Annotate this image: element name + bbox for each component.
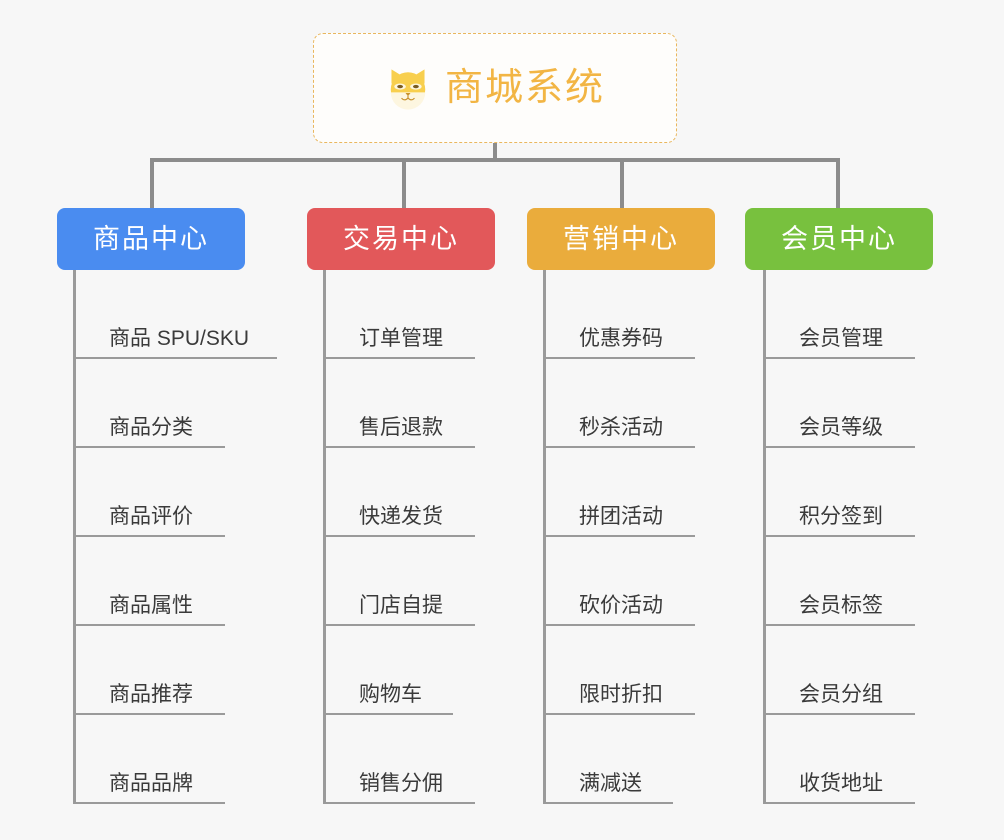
- category-label: 会员中心: [781, 223, 897, 254]
- leaf-item-underline: [763, 802, 915, 804]
- leaf-item-underline: [763, 535, 915, 537]
- leaf-item-underline: [73, 446, 225, 448]
- leaf-spine: [323, 270, 326, 804]
- leaf-item-label: 会员分组: [799, 683, 883, 706]
- leaf-item-label: 优惠券码: [579, 327, 663, 350]
- leaf-item-underline: [323, 535, 475, 537]
- leaf-item-underline: [543, 802, 673, 804]
- leaf-item-label: 订单管理: [359, 327, 443, 350]
- category-node-1[interactable]: 商品中心: [57, 208, 245, 270]
- leaf-item-label: 满减送: [579, 772, 642, 795]
- leaf-item-label: 门店自提: [359, 594, 443, 617]
- leaf-item-underline: [73, 357, 277, 359]
- leaf-item-label: 拼团活动: [579, 505, 663, 528]
- leaf-item-label: 商品属性: [109, 594, 193, 617]
- leaf-item-label: 积分签到: [799, 505, 883, 528]
- connector-vertical: [402, 160, 406, 208]
- leaf-item-label: 商品推荐: [109, 683, 193, 706]
- leaf-item-underline: [323, 802, 475, 804]
- leaf-item-label: 快递发货: [359, 505, 443, 528]
- connector-vertical: [836, 160, 840, 208]
- category-label: 营销中心: [563, 223, 679, 254]
- leaf-item-underline: [323, 446, 475, 448]
- category-node-4[interactable]: 会员中心: [745, 208, 933, 270]
- category-node-3[interactable]: 营销中心: [527, 208, 715, 270]
- leaf-item-label: 限时折扣: [579, 683, 663, 706]
- leaf-item-underline: [323, 713, 453, 715]
- leaf-item-underline: [73, 624, 225, 626]
- leaf-item-underline: [73, 802, 225, 804]
- root-title: 商城系统: [444, 67, 605, 109]
- leaf-item-underline: [323, 357, 475, 359]
- connector-vertical: [620, 160, 624, 208]
- leaf-item-label: 销售分佣: [359, 772, 443, 795]
- connector-vertical: [493, 143, 497, 162]
- leaf-item-underline: [543, 713, 695, 715]
- leaf-item-label: 砍价活动: [579, 594, 663, 617]
- leaf-item-underline: [543, 624, 695, 626]
- leaf-item-underline: [543, 535, 695, 537]
- leaf-item-underline: [73, 713, 225, 715]
- root-node-mall-system[interactable]: 商城系统: [313, 33, 677, 143]
- category-label: 商品中心: [93, 223, 209, 254]
- leaf-item-label: 商品评价: [109, 505, 193, 528]
- connector-vertical: [150, 160, 154, 208]
- leaf-item-label: 会员管理: [799, 327, 883, 350]
- leaf-item-label: 商品分类: [109, 416, 193, 439]
- leaf-item-underline: [323, 624, 475, 626]
- leaf-item-underline: [763, 446, 915, 448]
- leaf-item-underline: [763, 713, 915, 715]
- leaf-item-label: 商品品牌: [109, 772, 193, 795]
- leaf-spine: [543, 270, 546, 804]
- leaf-item-label: 会员标签: [799, 594, 883, 617]
- leaf-item-label: 秒杀活动: [579, 416, 663, 439]
- leaf-item-underline: [763, 357, 915, 359]
- leaf-item-underline: [543, 446, 695, 448]
- leaf-item-underline: [73, 535, 225, 537]
- leaf-item-underline: [543, 357, 695, 359]
- leaf-spine: [73, 270, 76, 804]
- leaf-item-underline: [763, 624, 915, 626]
- leaf-item-label: 收货地址: [799, 772, 883, 795]
- leaf-item-label: 购物车: [359, 683, 422, 706]
- leaf-item-label: 会员等级: [799, 416, 883, 439]
- leaf-spine: [763, 270, 766, 804]
- leaf-item-label: 商品 SPU/SKU: [109, 327, 250, 350]
- category-label: 交易中心: [343, 223, 459, 254]
- connector-horizontal: [150, 158, 840, 162]
- leaf-item-label: 售后退款: [359, 416, 443, 439]
- category-node-2[interactable]: 交易中心: [307, 208, 495, 270]
- shiba-dog-icon: [390, 69, 426, 110]
